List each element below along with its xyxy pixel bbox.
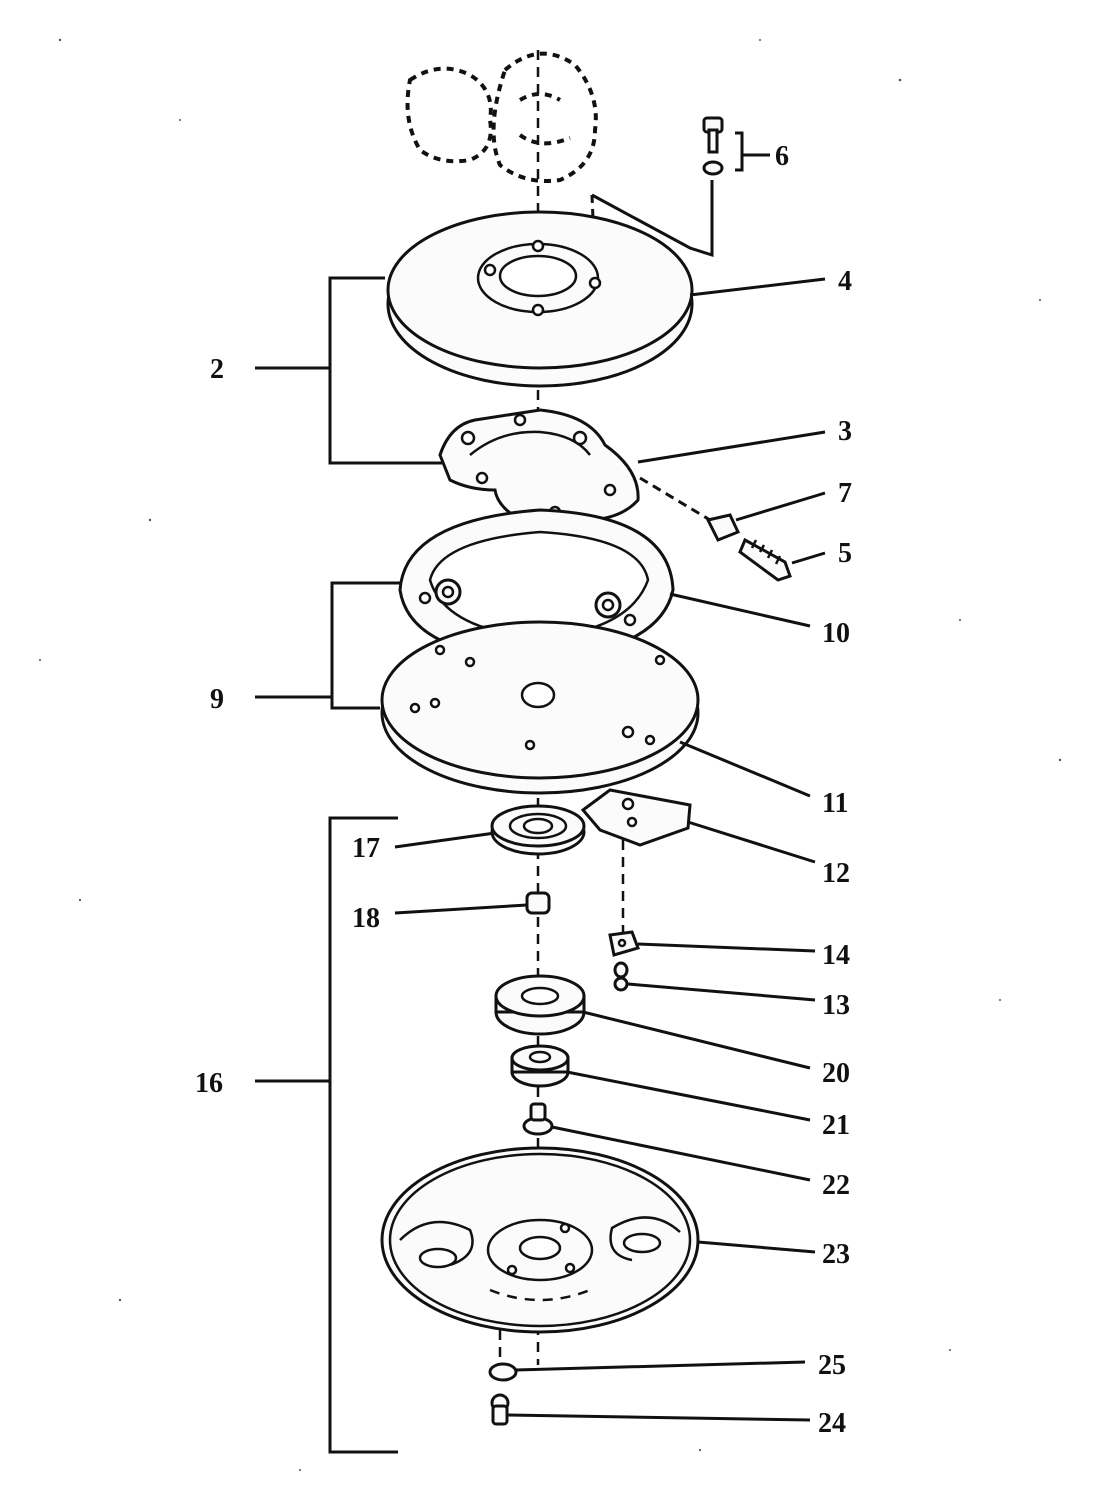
callout-6: 6 [775, 141, 789, 172]
callout-22: 22 [822, 1170, 850, 1201]
leader-17 [394, 831, 496, 849]
leader-24 [507, 1413, 811, 1422]
callout-9: 9 [210, 684, 224, 715]
leader-20 [582, 1010, 811, 1070]
leader-5 [791, 551, 826, 565]
nut-14 [608, 930, 640, 957]
screw-path-6 [591, 180, 714, 258]
ring-10 [398, 508, 675, 662]
callout-7: 7 [838, 478, 852, 509]
screw-24 [490, 1393, 510, 1426]
bracket-6 [735, 131, 744, 172]
screw-5 [738, 537, 792, 582]
screw-13 [613, 961, 629, 992]
callout-18: 18 [352, 903, 380, 934]
screw-6 [702, 116, 724, 176]
callout-23: 23 [822, 1239, 850, 1270]
callout-10: 10 [822, 618, 850, 649]
leader-11 [679, 740, 811, 798]
bracket-16 [328, 816, 398, 1454]
leader-23 [697, 1240, 816, 1254]
leader-21 [566, 1070, 811, 1122]
callout-3: 3 [838, 416, 852, 447]
plate-11 [380, 620, 700, 795]
callout-25: 25 [818, 1350, 846, 1381]
callout-5: 5 [838, 538, 852, 569]
callout-4: 4 [838, 266, 852, 297]
leader-12 [687, 820, 816, 864]
leader-7 [735, 491, 826, 522]
washer-25 [488, 1362, 518, 1382]
leader-3 [637, 430, 826, 464]
bottom-disc-23 [380, 1146, 700, 1334]
callout-16: 16 [195, 1068, 223, 1099]
callout-2: 2 [210, 354, 224, 385]
bushing-17 [490, 804, 586, 856]
motor-phantom [405, 51, 598, 183]
callout-12: 12 [822, 858, 850, 889]
leader-14 [637, 942, 816, 953]
leader-25 [515, 1360, 806, 1372]
leader-22 [551, 1125, 811, 1182]
bearing-21 [510, 1044, 570, 1088]
hub-20 [494, 974, 586, 1036]
nut-7 [705, 513, 741, 542]
callout-20: 20 [822, 1058, 850, 1089]
tab-12 [580, 788, 692, 847]
nut-22 [522, 1102, 554, 1136]
dash-to-7 [639, 476, 711, 522]
leader-4 [689, 277, 826, 297]
callout-24: 24 [818, 1408, 846, 1439]
leader-18 [394, 903, 528, 915]
callout-13: 13 [822, 990, 850, 1021]
leader-10 [669, 592, 811, 628]
bracket-2 [328, 276, 442, 465]
callout-17: 17 [352, 833, 380, 864]
upper-disc-4 [386, 210, 694, 388]
callout-21: 21 [822, 1110, 850, 1141]
leader-13 [627, 982, 816, 1002]
bracket-9 [330, 581, 400, 710]
callout-14: 14 [822, 940, 850, 971]
callout-11: 11 [822, 788, 848, 819]
scan-speckles [39, 38, 1062, 1471]
pin-18 [525, 891, 551, 915]
